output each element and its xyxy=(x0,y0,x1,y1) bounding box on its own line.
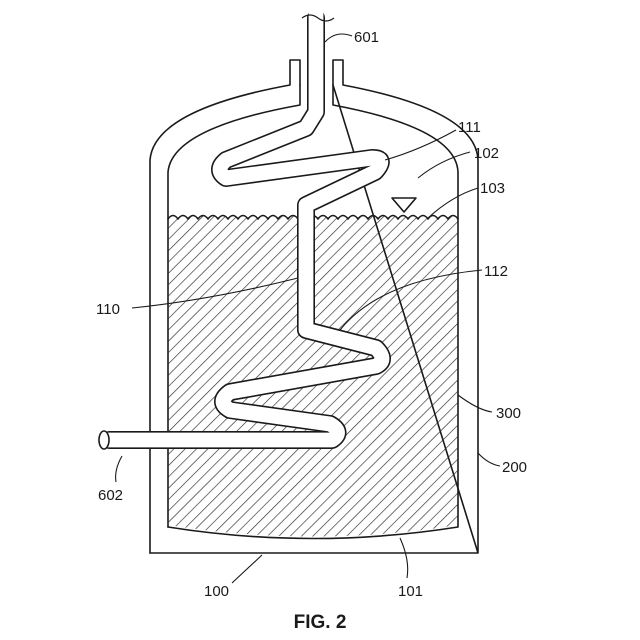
ref-111: 111 xyxy=(458,119,481,136)
ref-101: 101 xyxy=(398,583,423,600)
ref-112: 112 xyxy=(484,263,508,280)
ref-100: 100 xyxy=(204,583,229,600)
liquid-level-symbol xyxy=(392,198,416,212)
ref-103: 103 xyxy=(480,180,505,197)
ref-110: 110 xyxy=(96,301,120,318)
ref-300: 300 xyxy=(496,405,521,422)
ref-601: 601 xyxy=(354,29,379,46)
figure-caption: FIG. 2 xyxy=(294,612,347,633)
ref-200: 200 xyxy=(502,459,527,476)
ref-102: 102 xyxy=(474,145,499,162)
ref-602: 602 xyxy=(98,487,123,504)
